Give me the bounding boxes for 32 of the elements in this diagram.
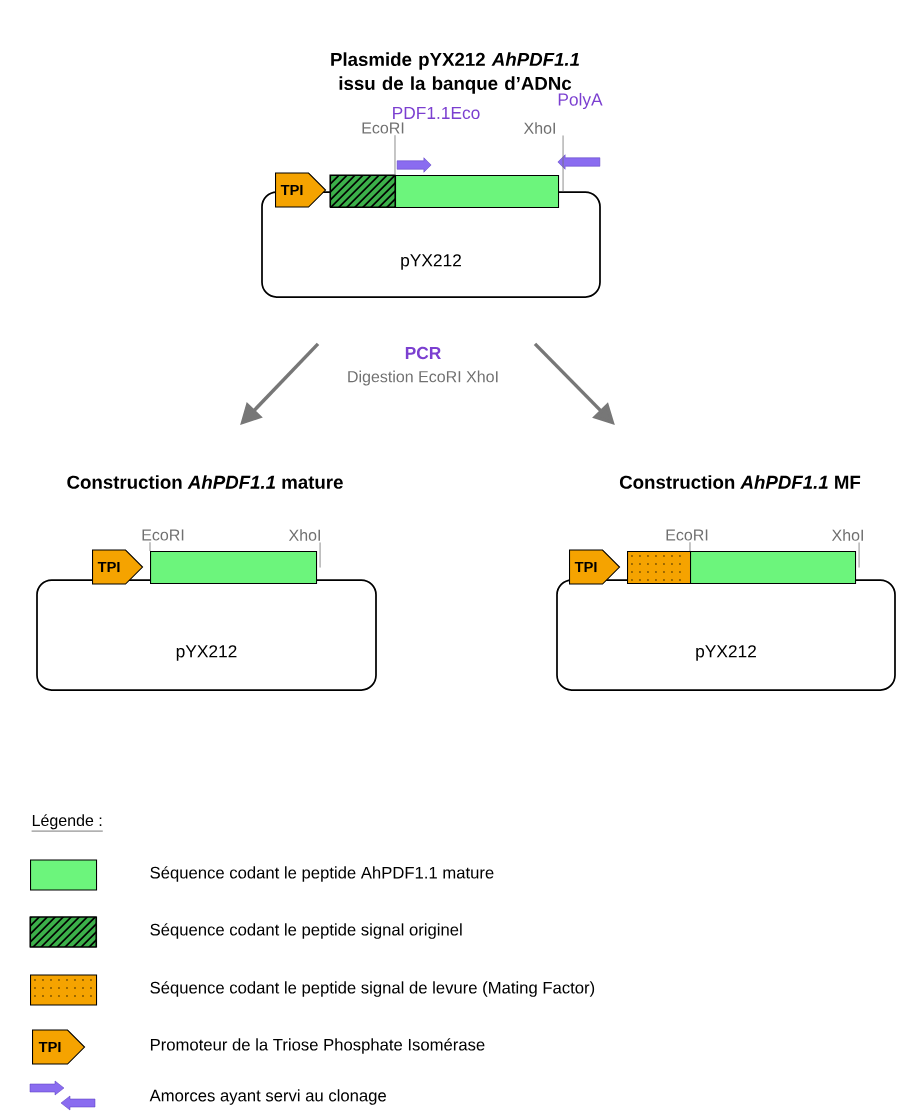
legend-text: Promoteur de la Triose Phosphate Isomérase — [150, 1038, 485, 1054]
coding-segment — [150, 551, 318, 585]
primer-label: PolyA — [558, 92, 603, 110]
step-label: Digestion EcoRI XhoI — [348, 370, 498, 386]
dotted-segment — [627, 551, 692, 585]
coding-segment — [690, 551, 857, 585]
coding-segment — [395, 175, 560, 209]
leader-line — [149, 541, 151, 552]
title: Plasmide pYX212 AhPDF1.1 issu de la banque d’ADNc — [331, 52, 579, 94]
restriction-site-label: XhoI — [831, 529, 863, 541]
primer-symbol — [557, 154, 601, 170]
leader-line — [394, 134, 396, 176]
restriction-site-label: XhoI — [288, 529, 320, 541]
restriction-site-label: XhoI — [523, 122, 555, 134]
construct-heading: Construction AhPDF1.1 MF — [619, 475, 861, 489]
leader-line — [689, 541, 691, 552]
hatched-segment — [329, 174, 397, 209]
restriction-site-label: EcoRI — [666, 529, 708, 541]
leader-line — [858, 542, 860, 568]
leader-line — [562, 135, 564, 192]
primer-symbol — [396, 157, 432, 173]
restriction-site-label: EcoRI — [362, 122, 404, 134]
restriction-site-label: EcoRI — [142, 529, 184, 541]
construct-heading: Construction AhPDF1.1 mature — [67, 475, 343, 489]
legend-text: Séquence codant le peptide AhPDF1.1 mature — [150, 866, 494, 882]
step-title: PCR — [405, 346, 441, 360]
legend-text: Séquence codant le peptide signal originel — [150, 923, 462, 939]
leader-line — [319, 542, 321, 568]
legend-heading: Légende : — [31, 814, 104, 832]
legend-text: Amorces ayant servi au clonage — [149, 1089, 386, 1105]
legend-text: Séquence codant le peptide signal de levure (Mating Factor) — [150, 981, 595, 997]
primer-label: PDF1.1Eco — [393, 106, 480, 120]
